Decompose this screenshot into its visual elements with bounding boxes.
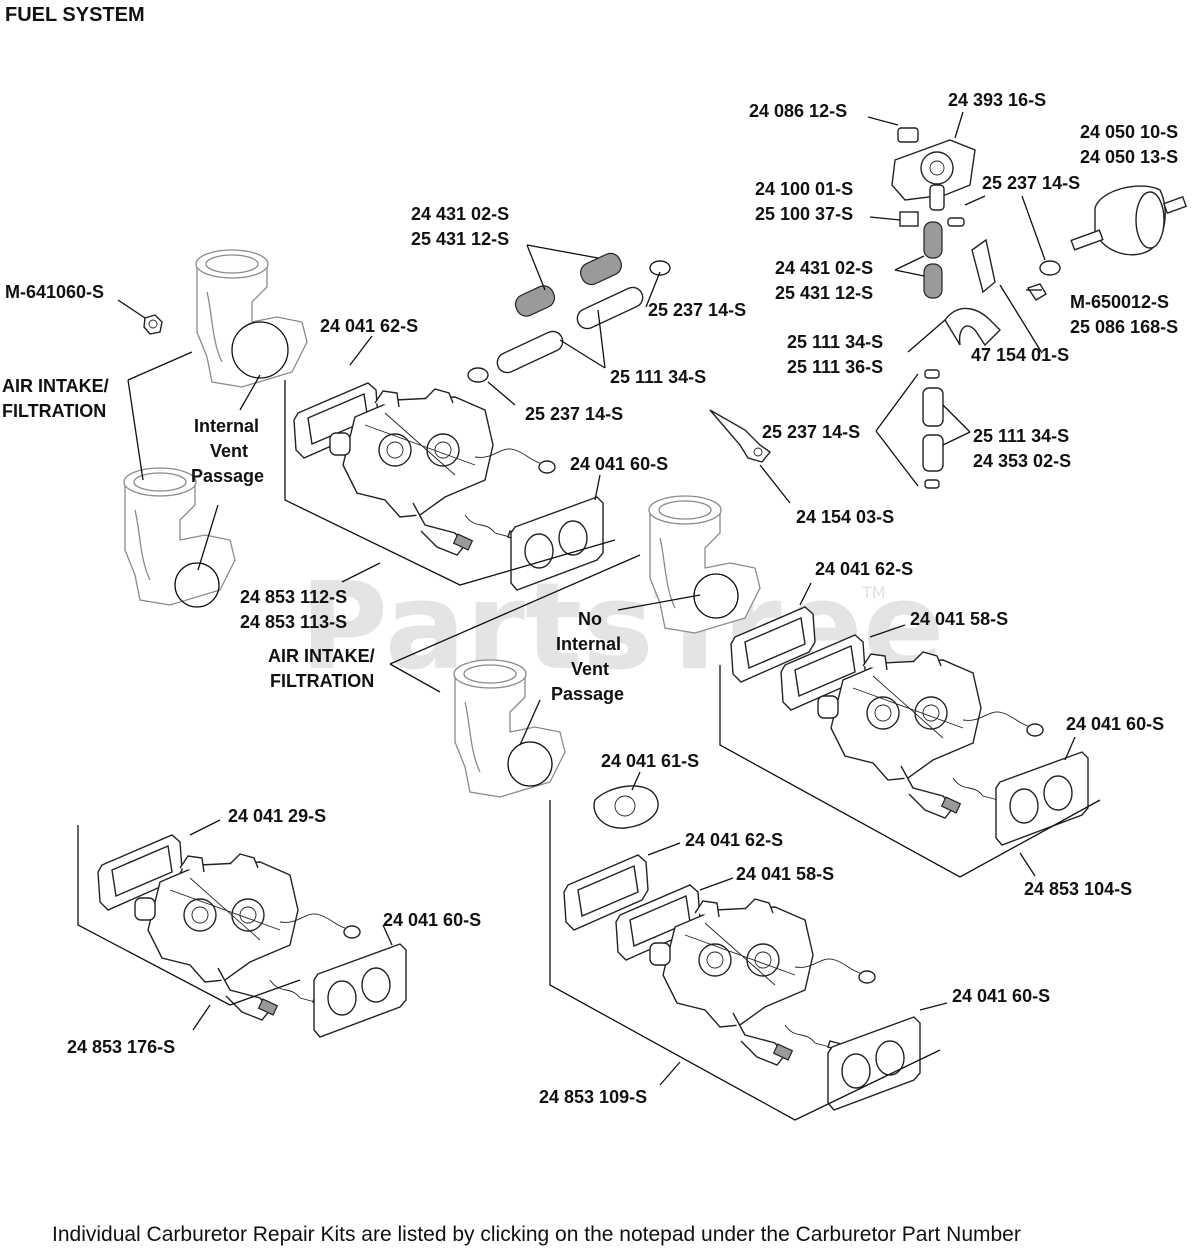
label-24853-104: 24 853 104-S <box>1024 879 1132 899</box>
label-25237-14-a: 25 237 14-S <box>982 173 1080 193</box>
label-24041-58-a: 24 041 58-S <box>910 609 1008 629</box>
air-intake-elbow-lower <box>123 467 236 608</box>
watermark-tm: TM <box>861 583 886 602</box>
kit-bracket-3 <box>77 825 301 1006</box>
label-24041-60-a: 24 041 60-S <box>570 454 668 474</box>
label-24100-01: 24 100 01-S <box>755 179 853 199</box>
label-no-vent-d: Passage <box>551 684 624 704</box>
label-24050-10: 24 050 10-S <box>1080 122 1178 142</box>
label-24353-02: 24 353 02-S <box>973 451 1071 471</box>
label-no-vent-c: Vent <box>571 659 609 679</box>
label-24853-176: 24 853 176-S <box>67 1037 175 1057</box>
label-internal-vent-a: Internal <box>194 416 259 436</box>
label-24041-60-c: 24 041 60-S <box>383 910 481 930</box>
gasket-24041-61 <box>593 785 659 829</box>
label-24041-29: 24 041 29-S <box>228 806 326 826</box>
label-no-vent-a: No <box>578 609 602 629</box>
label-24041-60-b: 24 041 60-S <box>1066 714 1164 734</box>
label-24041-62-a: 24 041 62-S <box>320 316 418 336</box>
label-25111-36: 25 111 36-S <box>787 357 883 377</box>
clamp-center <box>467 260 671 383</box>
label-24393-16: 24 393 16-S <box>948 90 1046 110</box>
label-24154-03: 24 154 03-S <box>796 507 894 527</box>
label-25431-12-a: 25 431 12-S <box>411 229 509 249</box>
label-24431-02-a: 24 431 02-S <box>411 204 509 224</box>
label-25111-34-b: 25 111 34-S <box>610 367 706 387</box>
carburetor-24853109 <box>649 898 876 1066</box>
footer-note: Individual Carburetor Repair Kits are li… <box>52 1223 1021 1246</box>
gasket-24041-60-right <box>995 751 1089 846</box>
label-air-intake-1a: AIR INTAKE/ <box>2 376 109 396</box>
label-25100-37: 25 100 37-S <box>755 204 853 224</box>
label-25086-168: 25 086 168-S <box>1070 317 1178 337</box>
kit-bracket-4 <box>549 800 941 1121</box>
hose-24431 <box>514 252 622 317</box>
kit-bracket-2 <box>719 665 1101 878</box>
leader-lines <box>117 111 1076 1086</box>
label-24853-113: 24 853 113-S <box>240 612 347 632</box>
kit-bracket-1 <box>284 380 616 586</box>
hoses-right <box>899 211 1061 347</box>
label-air-intake-2b: FILTRATION <box>270 671 374 691</box>
inline-hose-25111 <box>922 369 944 489</box>
filter-24050 <box>1070 185 1188 256</box>
label-internal-vent-b: Vent <box>210 441 248 461</box>
label-25237-14-b: 25 237 14-S <box>648 300 746 320</box>
label-24041-61: 24 041 61-S <box>601 751 699 771</box>
label-24041-62-c: 24 041 62-S <box>685 830 783 850</box>
air-intake-elbow-middle-lower <box>453 659 566 798</box>
label-air-intake-1b: FILTRATION <box>2 401 106 421</box>
label-no-vent-b: Internal <box>556 634 621 654</box>
label-25237-14-c: 25 237 14-S <box>525 404 623 424</box>
label-internal-vent-c: Passage <box>191 466 264 486</box>
label-24431-02-b: 24 431 02-S <box>775 258 873 278</box>
label-24041-62-b: 24 041 62-S <box>815 559 913 579</box>
label-m650012: M-650012-S <box>1070 292 1169 312</box>
air-intake-elbow-upper <box>195 249 308 388</box>
label-24041-58-b: 24 041 58-S <box>736 864 834 884</box>
label-24050-13: 24 050 13-S <box>1080 147 1178 167</box>
gasket-24041-60-lower-right <box>827 1016 921 1111</box>
fuel-pump-24393 <box>891 127 976 211</box>
label-24041-60-d: 24 041 60-S <box>952 986 1050 1006</box>
label-25111-34-c: 25 111 34-S <box>973 426 1069 446</box>
bracket-24154 <box>709 409 772 463</box>
label-25237-14-d: 25 237 14-S <box>762 422 860 442</box>
diagram-title: FUEL SYSTEM <box>5 4 145 26</box>
label-24853-112: 24 853 112-S <box>240 587 347 607</box>
label-air-intake-2a: AIR INTAKE/ <box>268 646 375 666</box>
nut-m641060 <box>143 314 163 335</box>
label-24853-109: 24 853 109-S <box>539 1087 647 1107</box>
gasket-24041-60-lower-left <box>313 943 407 1038</box>
label-47154-01: 47 154 01-S <box>971 345 1069 365</box>
label-m641060: M-641060-S <box>5 282 104 302</box>
hose-25111 <box>496 286 644 374</box>
label-24086-12: 24 086 12-S <box>749 101 847 121</box>
label-25431-12-b: 25 431 12-S <box>775 283 873 303</box>
label-25111-34-a: 25 111 34-S <box>787 332 883 352</box>
